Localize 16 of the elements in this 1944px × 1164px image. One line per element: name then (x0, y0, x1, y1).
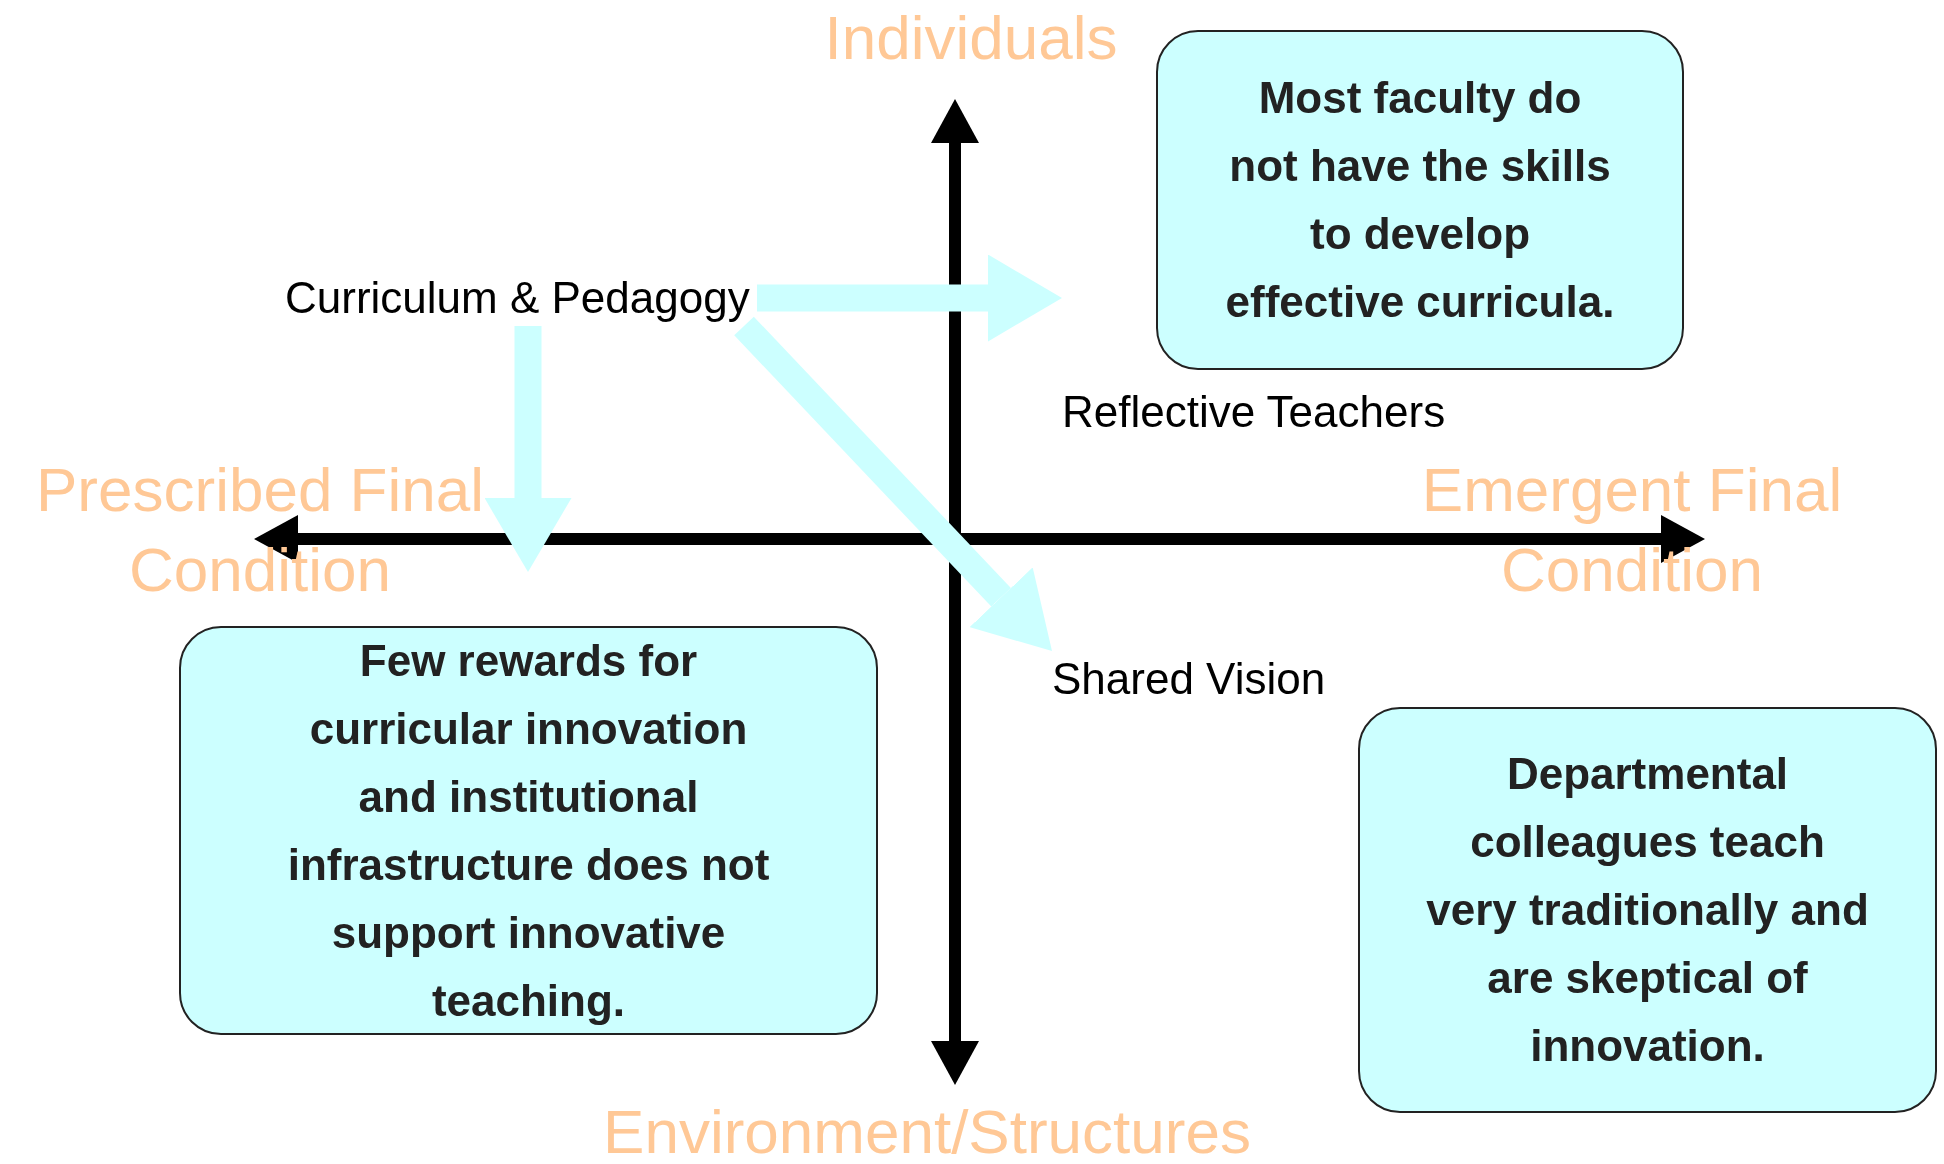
axis-label: Emergent Final Condition (1420, 454, 1844, 606)
quadrant-label: Shared Vision (1052, 653, 1326, 705)
axis-label: Individuals (823, 2, 1119, 74)
axis-label: Environment/Structures (602, 1096, 1252, 1164)
quadrant-label: Curriculum & Pedagogy (285, 272, 750, 324)
box-text: Few rewards for curricular innovation and institutional infrastructure does not support innovative teaching. (286, 634, 771, 1027)
arrow (734, 316, 1052, 651)
text-box (1358, 707, 1937, 1113)
text-box (179, 626, 878, 1035)
text-box (1156, 30, 1684, 370)
box-text: Departmental colleagues teach very traditionally and are skeptical of innovation. (1425, 748, 1870, 1072)
arrow (484, 326, 572, 572)
quadrant-label: Reflective Teachers (1062, 386, 1446, 438)
arrow (757, 254, 1062, 342)
axis-label: Prescribed Final Condition (35, 454, 485, 606)
box-text: Most faculty do not have the skills to develop effective curricula. (1224, 72, 1616, 328)
